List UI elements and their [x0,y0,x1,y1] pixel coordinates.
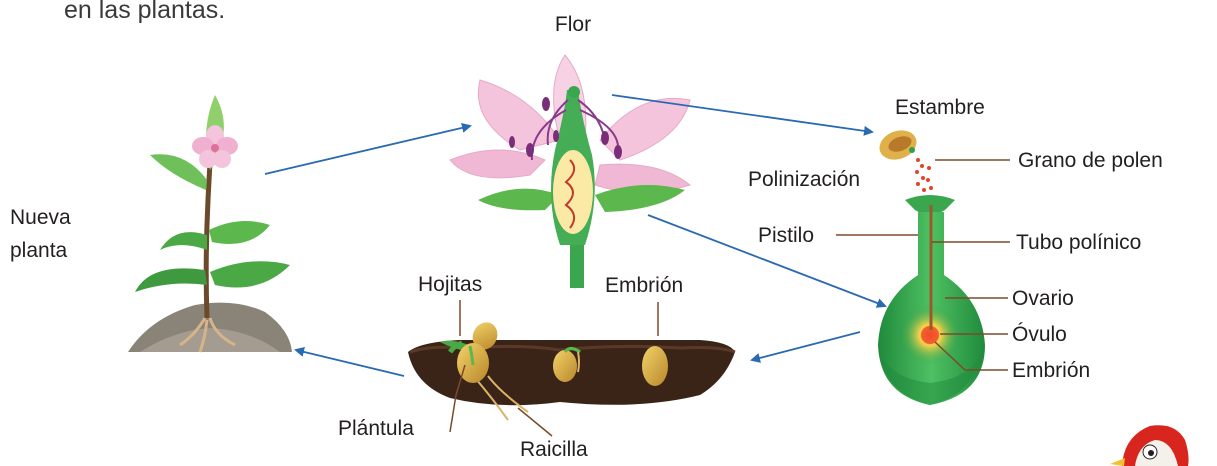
germination-soil-illustration [408,318,735,420]
label-embrion-ovulo: Embrión [1012,359,1090,382]
pollen-grains [915,158,933,192]
label-plantula: Plántula [338,417,414,440]
stamen-illustration [875,125,920,164]
label-pistilo: Pistilo [758,224,814,247]
label-polinizacion: Polinización [748,168,860,191]
arrow-plant-to-flower [265,126,470,174]
label-nueva-planta-line2: planta [10,239,68,262]
arrow-pistil-to-seed [752,332,860,360]
intro-text: en las plantas. [64,0,225,24]
label-nueva-planta-line1: Nueva [10,206,71,229]
label-hojitas: Hojitas [418,273,482,296]
label-estambre: Estambre [895,96,985,119]
label-raicilla: Raicilla [520,438,588,461]
pistil-illustration [878,195,985,405]
bird-mascot-partial [1110,425,1189,466]
label-ovulo: Óvulo [1012,323,1067,346]
leader-raicilla [518,408,552,436]
label-flor: Flor [555,13,591,36]
label-grano-polen: Grano de polen [1018,149,1163,172]
new-plant-illustration [128,95,292,352]
label-embrion-semilla: Embrión [605,274,683,297]
arrow-seed-to-plant [296,350,404,376]
label-ovario: Ovario [1012,287,1074,310]
flower-illustration [450,55,690,290]
label-tubo-polinico: Tubo polínico [1016,231,1141,254]
